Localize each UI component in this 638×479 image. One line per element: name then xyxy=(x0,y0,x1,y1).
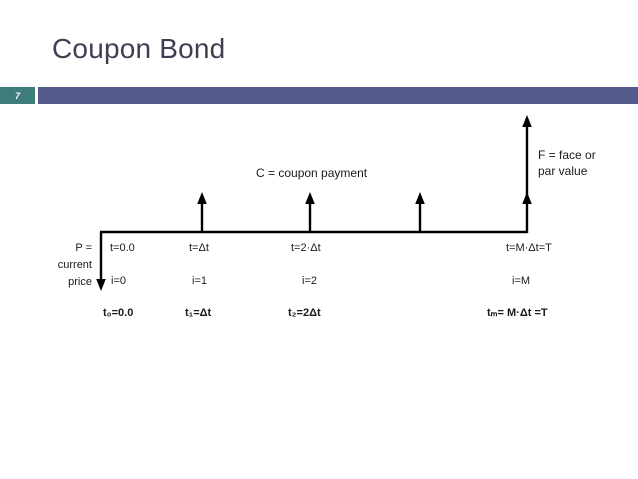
price-annotation-line3: price xyxy=(68,276,92,288)
node-sub-label-1: t₁=Δt xyxy=(185,307,212,319)
price-outflow-arrow xyxy=(96,232,106,291)
price-annotation: P = current price xyxy=(22,240,92,291)
node-sub-label-0: t₀=0.0 xyxy=(103,307,134,319)
node-i-label-1: i=1 xyxy=(192,275,207,287)
price-annotation-line1: P = xyxy=(75,242,92,254)
node-i-label-0: i=0 xyxy=(111,275,126,287)
node-sub-label-2: t₂=2Δt xyxy=(288,307,321,319)
node-t-label-0: t=0.0 xyxy=(110,242,135,254)
node-sub-label-3: tₘ= M·Δt =T xyxy=(487,307,548,319)
coupon-payment-annotation: C = coupon payment xyxy=(256,166,368,180)
face-value-annotation: F = face or par value xyxy=(538,147,596,179)
node-t-label-3: t=M·Δt=T xyxy=(506,242,552,254)
header-accent-bar xyxy=(38,87,638,104)
price-annotation-line2: current xyxy=(57,259,92,271)
maturity-arrow xyxy=(522,115,532,233)
slide-number-badge: 7 xyxy=(0,87,35,104)
node-i-label-2: i=2 xyxy=(302,275,317,287)
node-i-label-3: i=M xyxy=(512,275,531,287)
page-title: Coupon Bond xyxy=(52,33,226,64)
node-t-label-2: t=2·Δt xyxy=(291,242,321,254)
coupon-arrow-2 xyxy=(305,192,315,232)
face-value-annotation-line1: F = face or xyxy=(538,148,596,162)
coupon-arrow-1 xyxy=(197,192,207,232)
face-value-annotation-line2: par value xyxy=(538,164,588,178)
coupon-arrow-3 xyxy=(415,192,425,232)
node-t-label-1: t=Δt xyxy=(189,242,209,254)
